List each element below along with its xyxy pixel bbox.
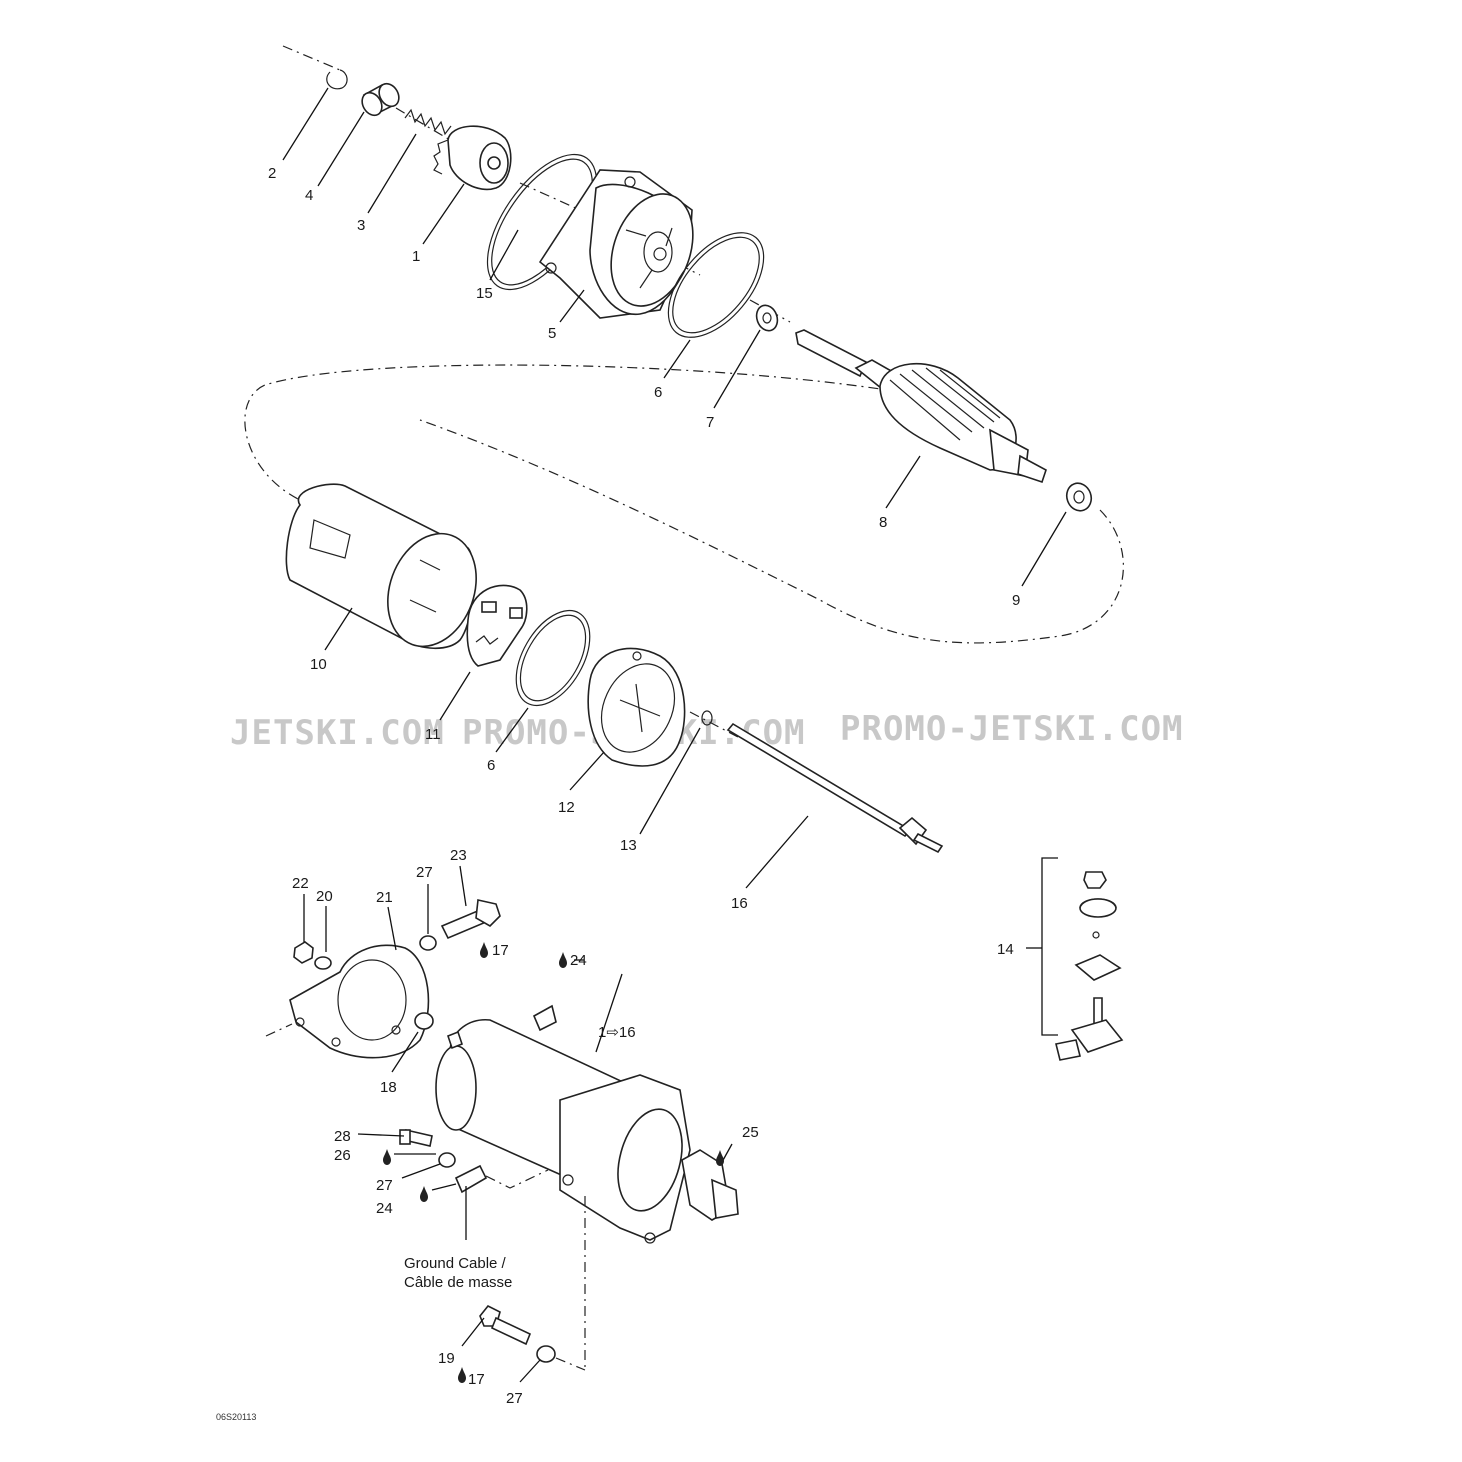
callout-7: 7 xyxy=(706,414,714,431)
callout-22: 22 xyxy=(292,875,309,892)
callout-14: 14 xyxy=(997,941,1014,958)
part-brush-holder xyxy=(466,584,528,667)
part-o-ring-rear-inner xyxy=(519,614,587,702)
drop-icon xyxy=(420,1186,428,1202)
callout-13: 13 xyxy=(620,837,637,854)
part-bolt-19 xyxy=(479,1304,532,1346)
part-through-bolt xyxy=(726,722,944,854)
callout-4: 4 xyxy=(305,187,313,204)
part-end-cover xyxy=(587,647,686,767)
callout-15: 15 xyxy=(476,285,493,302)
callout-12: 12 xyxy=(558,799,575,816)
part-spring xyxy=(404,108,452,136)
part-washer-18 xyxy=(414,1012,434,1030)
drop-icon xyxy=(480,942,488,958)
callout-27-mid: 27 xyxy=(376,1177,393,1194)
part-o-ring-mid-inner xyxy=(672,236,760,334)
callout-3: 3 xyxy=(357,217,365,234)
callout-6-top: 6 xyxy=(654,384,662,401)
part-nut xyxy=(293,941,314,964)
callout-25: 25 xyxy=(742,1124,759,1141)
part-o-ring-rear xyxy=(515,609,591,707)
watermark-left: JETSKI.COM xyxy=(230,713,445,753)
callout-28: 28 xyxy=(334,1128,351,1145)
drop-icon xyxy=(458,1367,466,1383)
part-washer-27-upper xyxy=(419,935,437,951)
callout-23: 23 xyxy=(450,847,467,864)
part-o-ring-mid xyxy=(667,232,765,338)
axis-line-top xyxy=(282,45,791,323)
callout-9: 9 xyxy=(1012,592,1020,609)
part-terminal-kit xyxy=(1026,857,1124,1061)
drop-icon xyxy=(716,1150,724,1166)
ground-cable-label-en: Ground Cable / xyxy=(404,1255,507,1272)
leader-lines xyxy=(282,87,1067,1383)
callout-24-lower: 24 xyxy=(376,1200,393,1217)
part-bushing xyxy=(361,82,400,117)
callout-17-top: 17 xyxy=(492,942,509,959)
callout-8: 8 xyxy=(879,514,887,531)
callout-18: 18 xyxy=(380,1079,397,1096)
callout-1: 1 xyxy=(412,248,420,265)
part-circlip xyxy=(326,69,348,90)
part-small-o-ring xyxy=(701,710,713,726)
part-washer-rear xyxy=(1065,482,1093,512)
part-mounting-bracket xyxy=(265,944,430,1059)
part-washer-front xyxy=(755,304,779,332)
callout-2: 2 xyxy=(268,165,276,182)
part-ground-lug xyxy=(454,1164,488,1194)
loop-connector xyxy=(244,364,1124,644)
callout-21: 21 xyxy=(376,889,393,906)
part-yoke-housing xyxy=(285,483,477,650)
callout-27-lower: 27 xyxy=(506,1390,523,1407)
part-washer-27-mid xyxy=(438,1152,456,1168)
lubricant-drops xyxy=(383,942,724,1383)
callout-16: 16 xyxy=(731,895,748,912)
callout-27-top: 27 xyxy=(416,864,433,881)
ground-cable-label-fr: Câble de masse xyxy=(404,1274,512,1291)
callout-5: 5 xyxy=(548,325,556,342)
axis-line-mid xyxy=(689,711,741,739)
callout-labels: 2 4 3 1 15 5 6 7 8 9 10 11 6 12 13 16 14… xyxy=(268,165,1020,1407)
part-washer-20 xyxy=(314,956,332,970)
watermark: JETSKI.COM PROMO-JETSKI.COM PROMO-JETSKI… xyxy=(230,709,1184,753)
callout-10: 10 xyxy=(310,656,327,673)
callout-6-lower: 6 xyxy=(487,757,495,774)
drop-icon xyxy=(559,952,567,968)
ground-cable-path xyxy=(485,1169,549,1189)
part-washer-27-lower xyxy=(536,1345,556,1363)
callout-26: 26 xyxy=(334,1147,351,1164)
part-screw-28 xyxy=(399,1129,433,1147)
watermark-right: PROMO-JETSKI.COM xyxy=(840,709,1184,749)
figure-reference: 06S20113 xyxy=(216,1412,256,1422)
lower-bolt-axis xyxy=(555,1357,586,1371)
callout-19: 19 xyxy=(438,1350,455,1367)
part-front-housing xyxy=(538,169,694,319)
part-bolt-23 xyxy=(440,899,501,940)
callout-17-lower: 17 xyxy=(468,1371,485,1388)
callout-20: 20 xyxy=(316,888,333,905)
callout-11: 11 xyxy=(425,726,441,743)
drop-icon xyxy=(383,1149,391,1165)
starter-motor-assembly xyxy=(435,1004,739,1370)
part-pinion-drive xyxy=(433,125,512,191)
part-armature xyxy=(795,329,1047,484)
callout-assembly: 1⇨16 xyxy=(598,1024,636,1041)
